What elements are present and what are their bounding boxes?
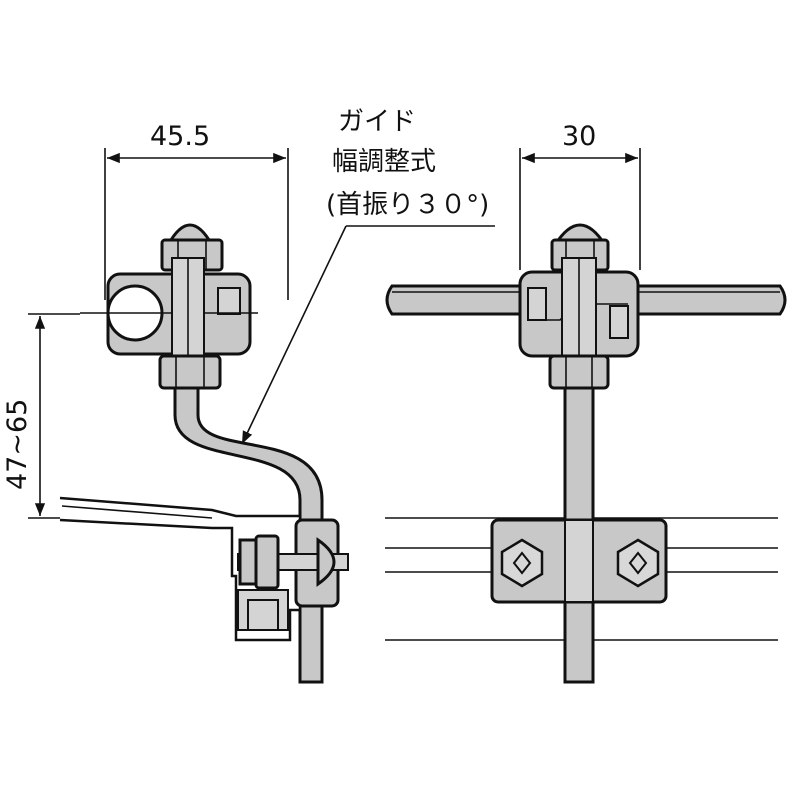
- hex-bolt-right: [616, 538, 660, 588]
- dimension-width-right: 30: [519, 121, 641, 270]
- bent-rod: [173, 383, 324, 684]
- height-label: 47~65: [2, 399, 33, 490]
- dimension-width-left: 45.5: [104, 121, 289, 300]
- callout-line-3: (首振り３０°): [326, 190, 489, 220]
- hex-bolt-left: [500, 538, 544, 588]
- callout-line-1: ガイド: [338, 107, 416, 137]
- front-view: [385, 223, 787, 684]
- guide-callout: ガイド 幅調整式 (首振り３０°): [241, 107, 495, 445]
- width-left-label: 45.5: [150, 121, 210, 152]
- side-view: [59, 223, 349, 684]
- callout-line-2: 幅調整式: [332, 147, 436, 177]
- width-right-label: 30: [562, 121, 596, 152]
- dimension-height: 47~65: [2, 313, 80, 519]
